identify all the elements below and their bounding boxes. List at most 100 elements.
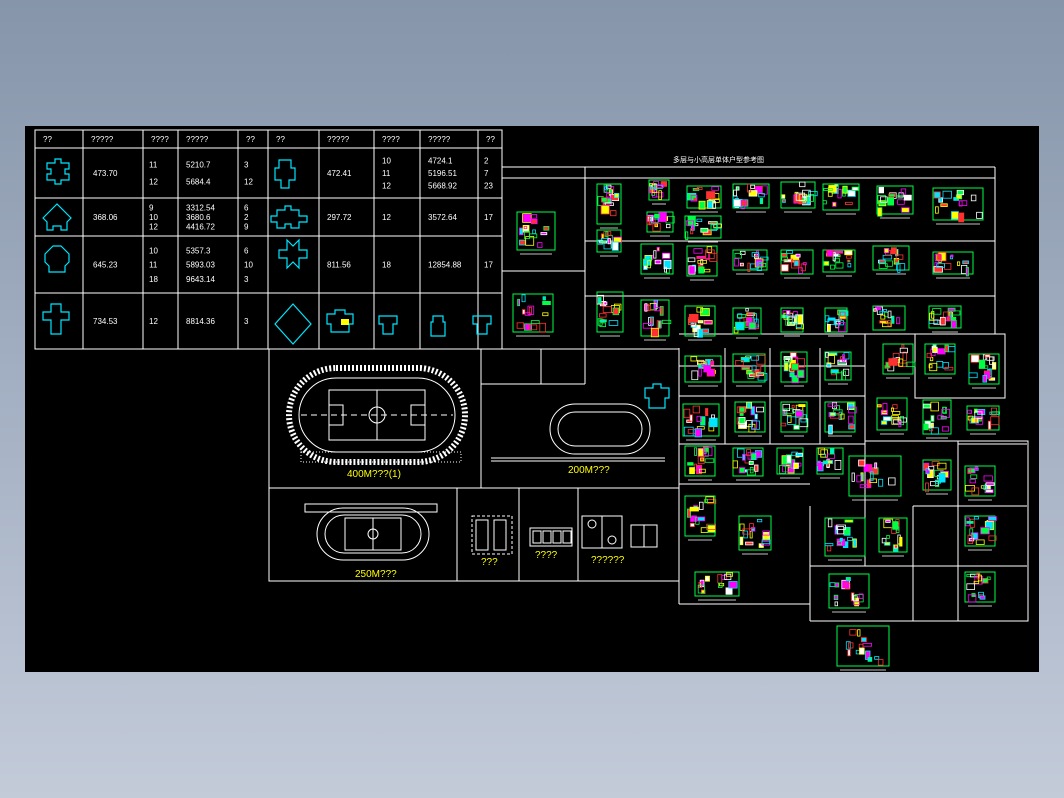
track-200m-label: 200M??? [568,465,610,476]
table-cell: 17 [484,261,493,270]
table-cell: 12 [382,182,391,191]
floor-plan-thumbnail [878,517,908,557]
floor-plan-thumbnail [822,249,856,277]
floor-plan-thumbnail [824,351,852,385]
floor-plan-thumbnail [686,185,722,213]
table-cell: 12 [149,317,158,326]
table-cell: 12854.88 [428,261,462,270]
table-cell: 11 [382,169,391,178]
table-header-cell: ???? [151,135,169,144]
unit-area-cell: 472.41 [327,169,352,178]
floor-plan-thumbnail [640,299,672,341]
track-250m-drawing [304,503,438,561]
floor-plan-thumbnail [932,187,984,225]
floor-plan-thumbnail [734,401,766,437]
table-cell: 11 [149,261,158,270]
table-cell: 6 [244,204,249,213]
table-header-cell: ????? [91,135,114,144]
table-header-cell: ?? [486,135,495,144]
floor-plan-thumbnail [872,245,910,275]
track-400m-label: 400M???(1) [347,469,401,480]
table-cell: 12 [244,177,253,186]
floor-plan-thumbnail [512,293,554,337]
floor-plan-thumbnail [828,573,870,613]
table-cell: 4416.72 [186,223,215,232]
table-cell: 10 [382,157,391,166]
floor-plan-thumbnail [780,181,818,213]
table-cell: 10 [149,246,158,255]
floor-plan-thumbnail [824,401,857,437]
table-cell: 5893.03 [186,261,215,270]
floor-plan-thumbnails [512,179,1000,671]
unit-area-cell: 368.06 [93,213,118,222]
court-2-label: ???? [535,550,558,561]
table-cell: 23 [484,182,493,191]
floor-plan-thumbnail [966,405,1000,435]
floor-plan-thumbnail [686,245,718,281]
table-cell: 18 [382,261,391,270]
floor-plan-thumbnail [968,353,1000,389]
floor-plan-thumbnail [646,211,675,237]
table-cell: 9 [149,204,154,213]
table-body: 473.7011125210.75684.4312472.41101112472… [93,157,493,327]
unit-area-cell: 734.53 [93,317,118,326]
floor-plan-thumbnail [876,397,908,435]
floor-plan-thumbnail [780,307,804,337]
building-footprint-icons [42,158,492,345]
table-header-cell: ?? [43,135,52,144]
table-cell: 11 [149,161,158,170]
table-cell: 12 [382,213,391,222]
table-header-cell: ????? [186,135,209,144]
table-cell: 3572.64 [428,213,457,222]
floor-plan-thumbnail [964,515,997,551]
court-drawings [471,515,658,555]
unit-area-cell: 473.70 [93,169,118,178]
floor-plan-thumbnail [648,179,670,205]
table-cell: 5357.3 [186,246,211,255]
table-header-cell: ?? [246,135,255,144]
floor-plan-thumbnail [922,399,952,439]
table-header-cell: ????? [327,135,350,144]
table-cell: 4724.1 [428,157,453,166]
floor-plan-thumbnail [684,215,722,243]
floor-plan-thumbnail [822,183,860,215]
floor-plan-thumbnail [684,445,716,481]
floor-plan-thumbnail [640,243,674,279]
table-cell: 9 [244,223,249,232]
table-cell: 10 [244,261,253,270]
cad-drawing-canvas[interactable]: ???????????????????????????????????? 473… [25,126,1039,672]
table-cell: 3 [244,317,249,326]
track-400m-drawing [286,365,468,465]
table-cell: 5196.51 [428,169,457,178]
statistics-table: ???????????????????????????????????? 473… [34,129,503,350]
floor-plan-thumbnail [882,343,916,379]
floor-plan-thumbnail [932,251,974,279]
table-cell: 17 [484,213,493,222]
table-cell: 12 [149,177,158,186]
floor-plan-thumbnail [596,183,622,229]
floor-plan-thumbnail [836,625,890,671]
table-cell: 5668.92 [428,182,457,191]
floor-plan-thumbnail [738,515,772,555]
cad-drawing: ???????????????????????????????????? 473… [34,129,1029,671]
floor-plan-thumbnail [732,353,768,387]
floor-plan-thumbnail [780,351,808,387]
floor-plan-thumbnail [872,305,906,335]
floor-plan-thumbnail [732,183,770,213]
table-header-cell: ?? [276,135,285,144]
table-cell: 10 [149,213,158,222]
table-cell: 12 [149,223,158,232]
floor-plan-thumbnail [824,307,849,337]
table-cell: 5684.4 [186,177,211,186]
floor-plan-thumbnail [516,211,556,255]
sports-facilities: 400M???(1) 200M??? 250M??? [268,348,680,582]
table-header-cell: ????? [428,135,451,144]
table-cell: 8814.36 [186,317,215,326]
floor-plan-thumbnail [780,401,809,437]
table-cell: 2 [484,157,489,166]
floor-plan-sheet-title: 多层与小高层单体户型参考图 [673,155,764,164]
table-header-cell: ???? [382,135,400,144]
floor-plan-thumbnail [732,249,769,275]
table-cell: 3 [244,275,249,284]
floor-plan-sheet: 多层与小高层单体户型参考图 [502,155,1029,671]
